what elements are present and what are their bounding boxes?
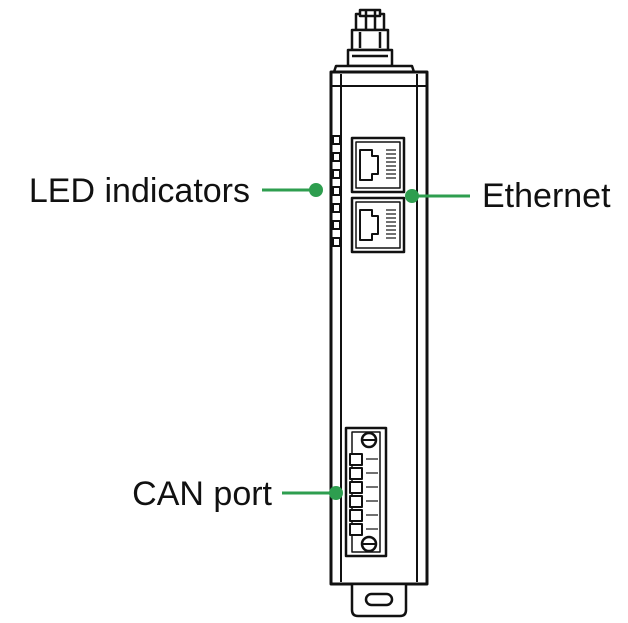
- terminal-pin: [349, 481, 363, 494]
- led-indicator: [332, 203, 341, 213]
- led-indicator: [332, 169, 341, 179]
- led-callout-dot: [309, 183, 323, 197]
- terminal-pin: [349, 467, 363, 480]
- terminal-pin: [349, 523, 363, 536]
- can-callout-dot: [329, 486, 343, 500]
- terminal-pin: [349, 495, 363, 508]
- mounting-tab: [350, 582, 408, 618]
- led-indicator: [332, 186, 341, 196]
- can-port-label: CAN port: [132, 475, 272, 513]
- can-terminal-block: [344, 426, 388, 558]
- led-indicator: [332, 152, 341, 162]
- callouts: [262, 183, 470, 500]
- led-indicator: [332, 237, 341, 247]
- ethernet-port: [350, 196, 406, 254]
- ethernet-label: Ethernet: [482, 177, 611, 215]
- terminal-pin: [349, 453, 363, 466]
- ethernet-port: [350, 136, 406, 194]
- led-indicators-label: LED indicators: [29, 172, 250, 210]
- top-connector: [332, 8, 416, 74]
- led-indicator: [332, 220, 341, 230]
- terminal-pin: [349, 509, 363, 522]
- led-indicator: [332, 135, 341, 145]
- led-indicator-column: [332, 135, 341, 247]
- mounting-slot: [364, 592, 394, 607]
- ethernet-callout-dot: [405, 189, 419, 203]
